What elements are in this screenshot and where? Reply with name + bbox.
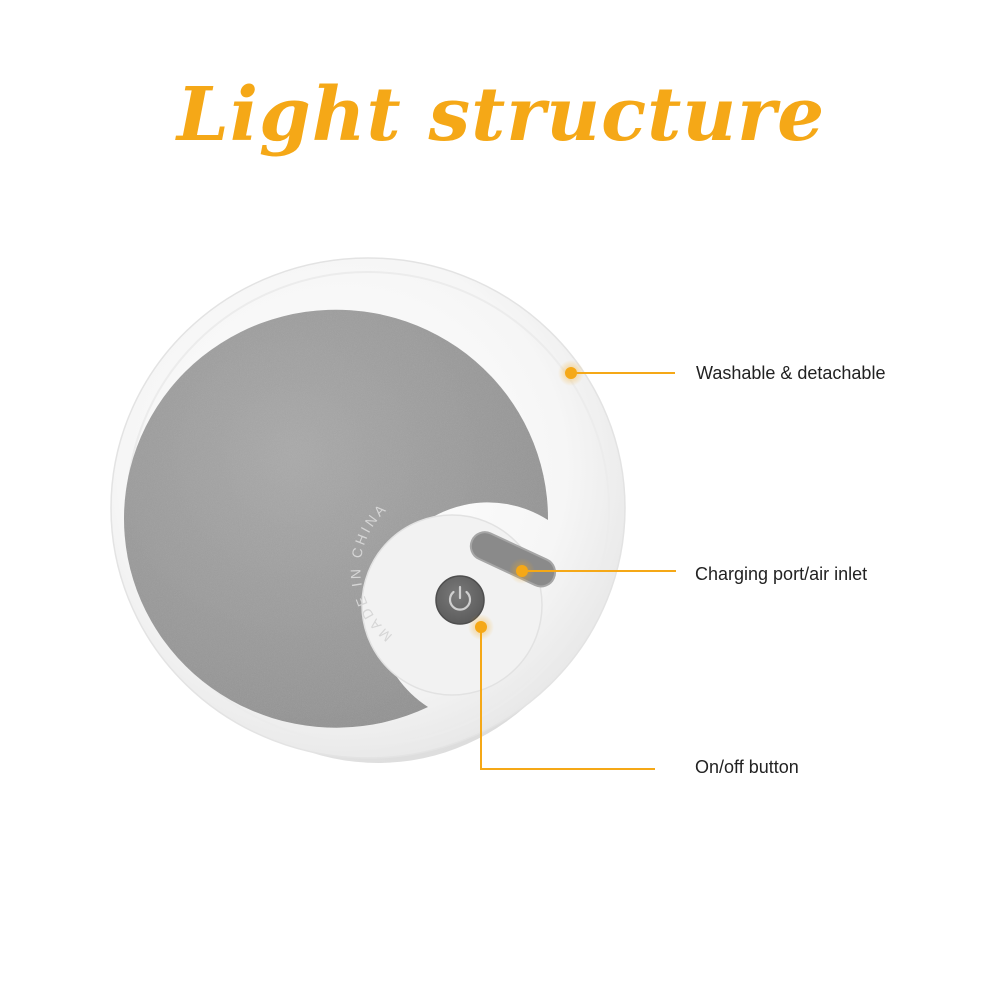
- filter-pad: [124, 309, 549, 728]
- callout-charging: [509, 558, 676, 584]
- page-title: Light structure: [176, 72, 826, 158]
- callout-label-washable: Washable & detachable: [696, 363, 886, 383]
- callout-label-charging: Charging port/air inlet: [695, 564, 868, 584]
- power-icon: [448, 585, 472, 611]
- callout-label-onoff: On/off button: [695, 757, 799, 777]
- power-button: [435, 575, 485, 625]
- callout-dot-charging: [516, 565, 528, 577]
- callout-dot-washable: [565, 367, 577, 379]
- callout-dot-onoff: [475, 621, 487, 633]
- callout-line-onoff: [480, 627, 655, 770]
- callout-onoff: [468, 614, 655, 770]
- callout-washable: [558, 360, 675, 386]
